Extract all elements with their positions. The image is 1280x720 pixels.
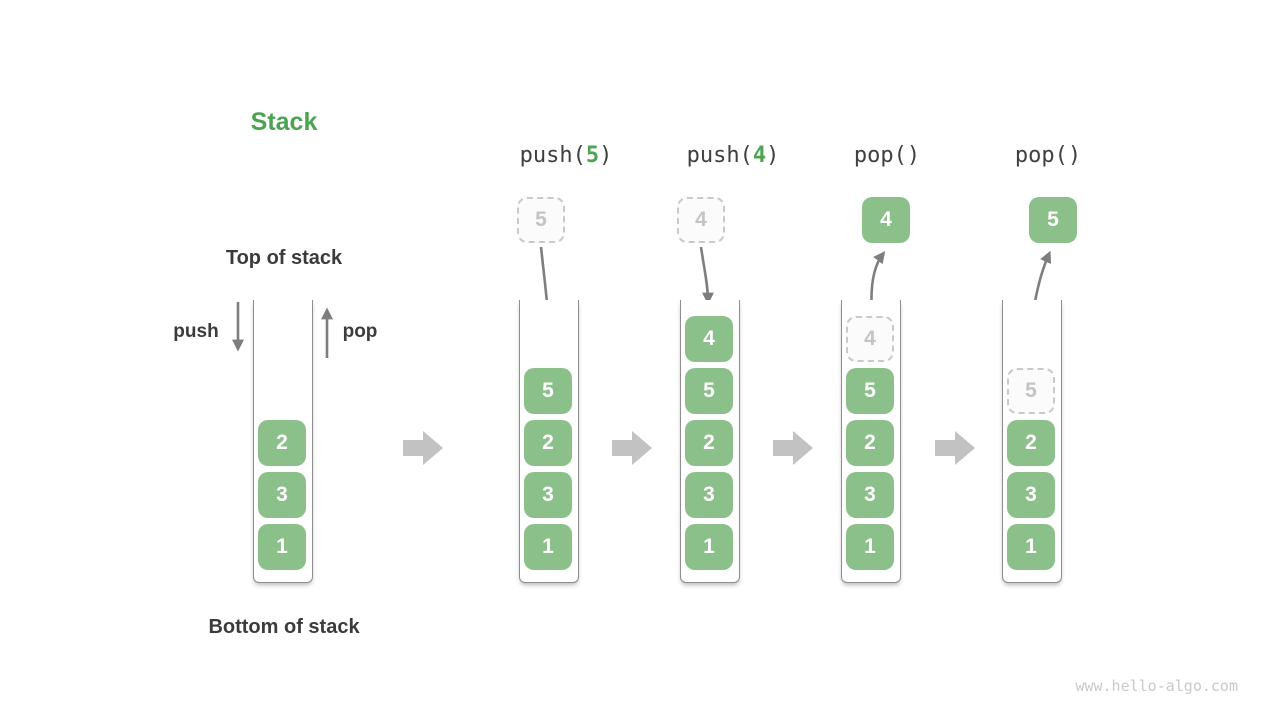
push-label: push [173, 321, 219, 342]
op-prefix: push( [686, 143, 753, 168]
stack-cell: 2 [685, 420, 733, 466]
stack-cell: 1 [846, 524, 894, 570]
stack-container-1: 2 3 1 [253, 300, 313, 583]
push-4-flow-arrow-icon [699, 246, 714, 305]
stack-cell: 4 [685, 316, 733, 362]
stack-cell-removed: 4 [846, 316, 894, 362]
stack-cell: 5 [524, 368, 572, 414]
op-prefix: push( [519, 143, 586, 168]
stack-container-3: 4 5 2 3 1 [680, 300, 740, 583]
stack-container-4: 4 5 2 3 1 [841, 300, 901, 583]
page-title: Stack [250, 108, 318, 136]
pending-push-box-4: 4 [677, 197, 725, 243]
stack-cell-removed: 5 [1007, 368, 1055, 414]
stack-cell: 2 [846, 420, 894, 466]
op-prefix: pop() [1014, 143, 1082, 168]
step-arrow-right-icon [773, 431, 813, 465]
op-suffix: ) [766, 143, 780, 168]
pop-label: pop [342, 321, 378, 342]
top-of-stack-label: Top of stack [225, 247, 343, 269]
operation-label-push-5: push(5) [520, 143, 613, 168]
stack-cell: 3 [846, 472, 894, 518]
popped-value-box-4: 4 [862, 197, 910, 243]
stack-cell: 1 [524, 524, 572, 570]
stack-cell: 1 [258, 524, 306, 570]
stack-cell: 5 [846, 368, 894, 414]
stack-cell: 2 [258, 420, 306, 466]
stack-cell: 1 [1007, 524, 1055, 570]
stack-container-5: 5 2 3 1 [1002, 300, 1062, 583]
bottom-of-stack-label: Bottom of stack [208, 616, 360, 638]
stack-container-2: 5 2 3 1 [519, 300, 579, 583]
pending-push-box-5: 5 [517, 197, 565, 243]
stack-cell: 2 [1007, 420, 1055, 466]
op-arg: 4 [752, 143, 767, 168]
operation-label-push-4: push(4) [687, 143, 780, 168]
stack-cell: 2 [524, 420, 572, 466]
step-arrow-right-icon [403, 431, 443, 465]
stack-cell: 3 [685, 472, 733, 518]
popped-value-box-5: 5 [1029, 197, 1077, 243]
operation-label-pop-1: pop() [854, 143, 920, 168]
step-arrow-right-icon [935, 431, 975, 465]
stack-cell: 3 [524, 472, 572, 518]
operation-label-pop-2: pop() [1015, 143, 1081, 168]
op-suffix: ) [599, 143, 613, 168]
step-arrow-right-icon [612, 431, 652, 465]
watermark-text: www.hello-algo.com [1075, 677, 1238, 695]
stack-cell: 3 [258, 472, 306, 518]
op-arg: 5 [585, 143, 600, 168]
stack-cell: 3 [1007, 472, 1055, 518]
stack-cell: 5 [685, 368, 733, 414]
stack-cell: 1 [685, 524, 733, 570]
op-prefix: pop() [853, 143, 921, 168]
